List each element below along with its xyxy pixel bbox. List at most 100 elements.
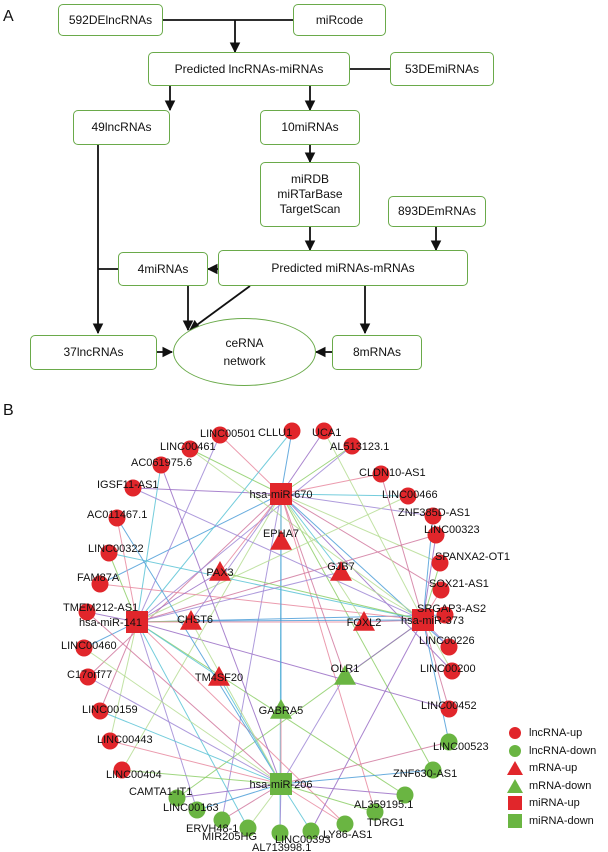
box-893demrnas: 893DEmRNAs bbox=[388, 196, 486, 227]
panel-label-b: B bbox=[3, 402, 14, 419]
network-edge bbox=[196, 783, 282, 811]
network-edge bbox=[280, 493, 453, 672]
lncrna-node-znf630-as1 bbox=[424, 761, 442, 779]
box-49lncrnas: 49lncRNAs bbox=[73, 110, 170, 145]
network-edge bbox=[87, 493, 282, 678]
network-edge bbox=[219, 493, 282, 573]
lncrna-label-linc00466: LINC00466 bbox=[382, 489, 438, 501]
lncrna-label-linc00501: LINC00501 bbox=[200, 428, 256, 440]
cerna-network-ellipse: ceRNA network bbox=[173, 318, 316, 386]
lncrna-label-mir205hg: MIR205HG bbox=[202, 831, 257, 843]
lncrna-node-linc00501 bbox=[211, 426, 229, 444]
legend-square-icon bbox=[508, 813, 522, 828]
lncrna-node-linc00443 bbox=[101, 732, 119, 750]
lncrna-node-cllu1 bbox=[283, 422, 301, 440]
network-edge bbox=[280, 493, 342, 573]
legend-label: lncRNA-down bbox=[529, 744, 597, 757]
lncrna-label-linc00226: LINC00226 bbox=[419, 635, 475, 647]
lncrna-label-al359195-1: AL359195.1 bbox=[354, 799, 413, 811]
network-edge bbox=[136, 571, 342, 623]
network-edge bbox=[136, 464, 162, 623]
network-edge bbox=[280, 783, 406, 796]
lncrna-label-al713998-1: AL713998.1 bbox=[252, 842, 311, 852]
network-edge bbox=[136, 621, 198, 811]
lncrna-node-mir205hg bbox=[239, 819, 257, 837]
lncrna-node-al713998-1 bbox=[271, 824, 289, 842]
lncrna-node-srgap3-as2 bbox=[436, 606, 454, 624]
box-592delncrnas: 592DElncRNAs bbox=[58, 4, 163, 36]
network-edge bbox=[189, 448, 282, 495]
network-edge bbox=[99, 583, 424, 621]
network-edge bbox=[136, 621, 450, 710]
lncrna-label-tmem212-as1: TMEM212-AS1 bbox=[63, 602, 138, 614]
mirna-node-hsa-mir-670 bbox=[270, 483, 292, 505]
network-edge bbox=[116, 517, 138, 623]
network-edge bbox=[280, 741, 450, 785]
network-edge bbox=[340, 571, 424, 621]
lncrna-node-linc00159 bbox=[91, 702, 109, 720]
box-databases: miRDB miRTarBase TargetScan bbox=[260, 162, 360, 227]
network-edge bbox=[136, 621, 220, 678]
mrna-node-tm4sf20 bbox=[208, 666, 230, 686]
legend-circle-icon bbox=[509, 727, 521, 739]
network-edge bbox=[280, 493, 365, 623]
lncrna-node-linc00226 bbox=[440, 638, 458, 656]
mrna-label-foxl2: FOXL2 bbox=[347, 617, 382, 629]
lncrna-label-linc00163: LINC00163 bbox=[163, 802, 219, 814]
lncrna-node-ac061975-6 bbox=[152, 456, 170, 474]
lncrna-node-sox21-as1 bbox=[432, 581, 450, 599]
lncrna-label-ly86-as1: LY86-AS1 bbox=[323, 829, 372, 841]
lncrna-node-znf385d-as1 bbox=[424, 507, 442, 525]
lncrna-node-linc00452 bbox=[440, 700, 458, 718]
lncrna-label-uca1: UCA1 bbox=[312, 427, 341, 439]
box-10mirnas: 10miRNAs bbox=[260, 110, 360, 145]
mirna-node-hsa-mir-206 bbox=[270, 773, 292, 795]
lncrna-label-c17orf77: C17orf77 bbox=[67, 669, 112, 681]
lncrna-label-fam87a: FAM87A bbox=[77, 572, 120, 584]
lncrna-label-ac061975-6: AC061975.6 bbox=[131, 457, 192, 469]
network-edge bbox=[280, 493, 441, 564]
box-predicted-mirnas-mrnas: Predicted miRNAs-mRNAs bbox=[218, 250, 468, 286]
mrna-label-tm4sf20: TM4SF20 bbox=[195, 672, 243, 684]
network-edge bbox=[136, 495, 409, 623]
network-edge bbox=[280, 493, 434, 517]
network-edge bbox=[280, 675, 346, 785]
mrna-label-gjb7: GJB7 bbox=[327, 561, 355, 573]
network-edge bbox=[310, 619, 424, 832]
lncrna-label-spanxa2-ot1: SPANXA2-OT1 bbox=[435, 551, 510, 563]
legend-item-lncrna-up: lncRNA-up bbox=[507, 726, 582, 740]
legend-item-mirna-down: miRNA-down bbox=[507, 813, 594, 828]
box-mircode: miRcode bbox=[293, 4, 386, 36]
box-37lncrnas: 37lncRNAs bbox=[30, 335, 157, 370]
lncrna-label-linc00200: LINC00200 bbox=[420, 663, 476, 675]
network-edge bbox=[121, 769, 282, 785]
lncrna-label-tdrg1: TDRG1 bbox=[367, 817, 404, 829]
lncrna-label-znf385d-as1: ZNF385D-AS1 bbox=[398, 507, 470, 519]
lncrna-label-cldn10-as1: CLDN10-AS1 bbox=[359, 467, 426, 479]
legend-triangle-icon bbox=[507, 761, 523, 775]
network-edge bbox=[109, 621, 138, 742]
lncrna-node-linc00466 bbox=[399, 487, 417, 505]
network-edge bbox=[83, 647, 282, 785]
mirna-label-hsa-mir-373: hsa-miR-373 bbox=[401, 615, 464, 627]
lncrna-node-linc00323 bbox=[427, 526, 445, 544]
legend-label: miRNA-down bbox=[529, 814, 594, 827]
lncrna-label-linc00404: LINC00404 bbox=[106, 769, 162, 781]
network-edge bbox=[136, 571, 221, 623]
lncrna-label-al513123-1: AL513123.1 bbox=[330, 441, 389, 453]
network-edge bbox=[109, 740, 282, 785]
network-edge bbox=[280, 493, 434, 771]
network-edge bbox=[422, 534, 437, 621]
mrna-label-epha7: EPHA7 bbox=[263, 528, 299, 540]
network-edge bbox=[176, 783, 282, 799]
network-edge bbox=[108, 552, 138, 623]
box-predicted-lncrnas-mirnas: Predicted lncRNAs-miRNAs bbox=[148, 52, 350, 86]
network-label: network bbox=[223, 354, 266, 368]
legend-triangle-icon bbox=[507, 778, 523, 793]
mrna-label-pax3: PAX3 bbox=[206, 567, 233, 579]
flowchart-connectors bbox=[92, 19, 442, 358]
network-edge bbox=[280, 493, 442, 591]
network-edge bbox=[344, 619, 424, 677]
